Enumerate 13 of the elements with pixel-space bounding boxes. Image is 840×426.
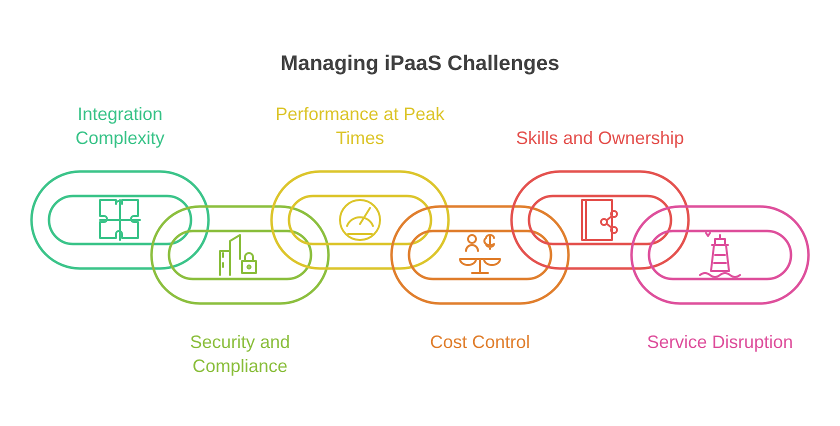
chain-link [30,170,210,270]
link-label: Integration Complexity [74,103,166,150]
chain-link [510,170,690,270]
chain-link [390,205,570,305]
link-label: Service Disruption [646,331,794,354]
chain-link [270,170,450,270]
link-label: Cost Control [430,331,530,354]
title: Managing iPaaS Challenges [280,51,560,77]
chain-link [150,205,330,305]
link-label: Security and Compliance [188,331,292,378]
link-label: Performance at Peak Times [274,103,446,150]
link-label: Skills and Ownership [516,127,684,150]
chain-link [630,205,810,305]
